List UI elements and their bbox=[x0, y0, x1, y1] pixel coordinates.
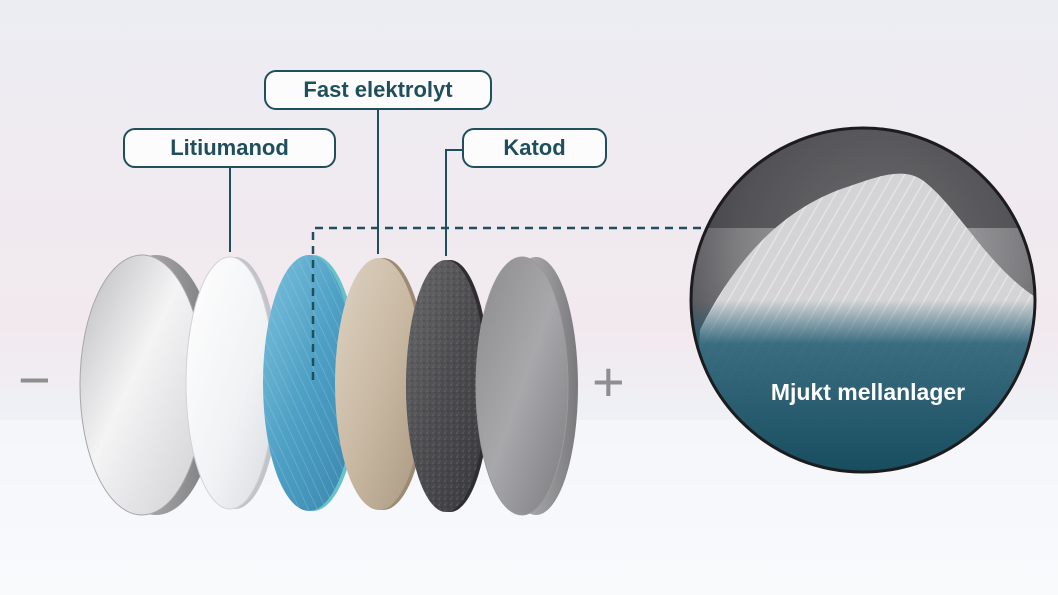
cathode-leader-line bbox=[445, 149, 462, 256]
cathode-label: Katod bbox=[462, 128, 607, 168]
solid-electrolyte-label: Fast elektrolyt bbox=[264, 70, 492, 110]
zoom-micrograph bbox=[689, 126, 1037, 474]
disk-negative-contact bbox=[79, 254, 218, 516]
negative-terminal-sign: − bbox=[18, 348, 51, 411]
disk-solid-electrolyte bbox=[335, 258, 427, 510]
disk-lithium-anode bbox=[185, 256, 279, 510]
disk-soft-interlayer bbox=[263, 255, 359, 511]
disk-cathode bbox=[406, 260, 490, 512]
disk-positive-contact bbox=[475, 256, 578, 516]
lithium-anode-label: Litiumanod bbox=[123, 128, 336, 168]
zoom-caption: Mjukt mellanlager bbox=[770, 379, 966, 405]
dashed-arrow-icon bbox=[311, 215, 880, 380]
positive-terminal-sign: + bbox=[592, 350, 625, 413]
